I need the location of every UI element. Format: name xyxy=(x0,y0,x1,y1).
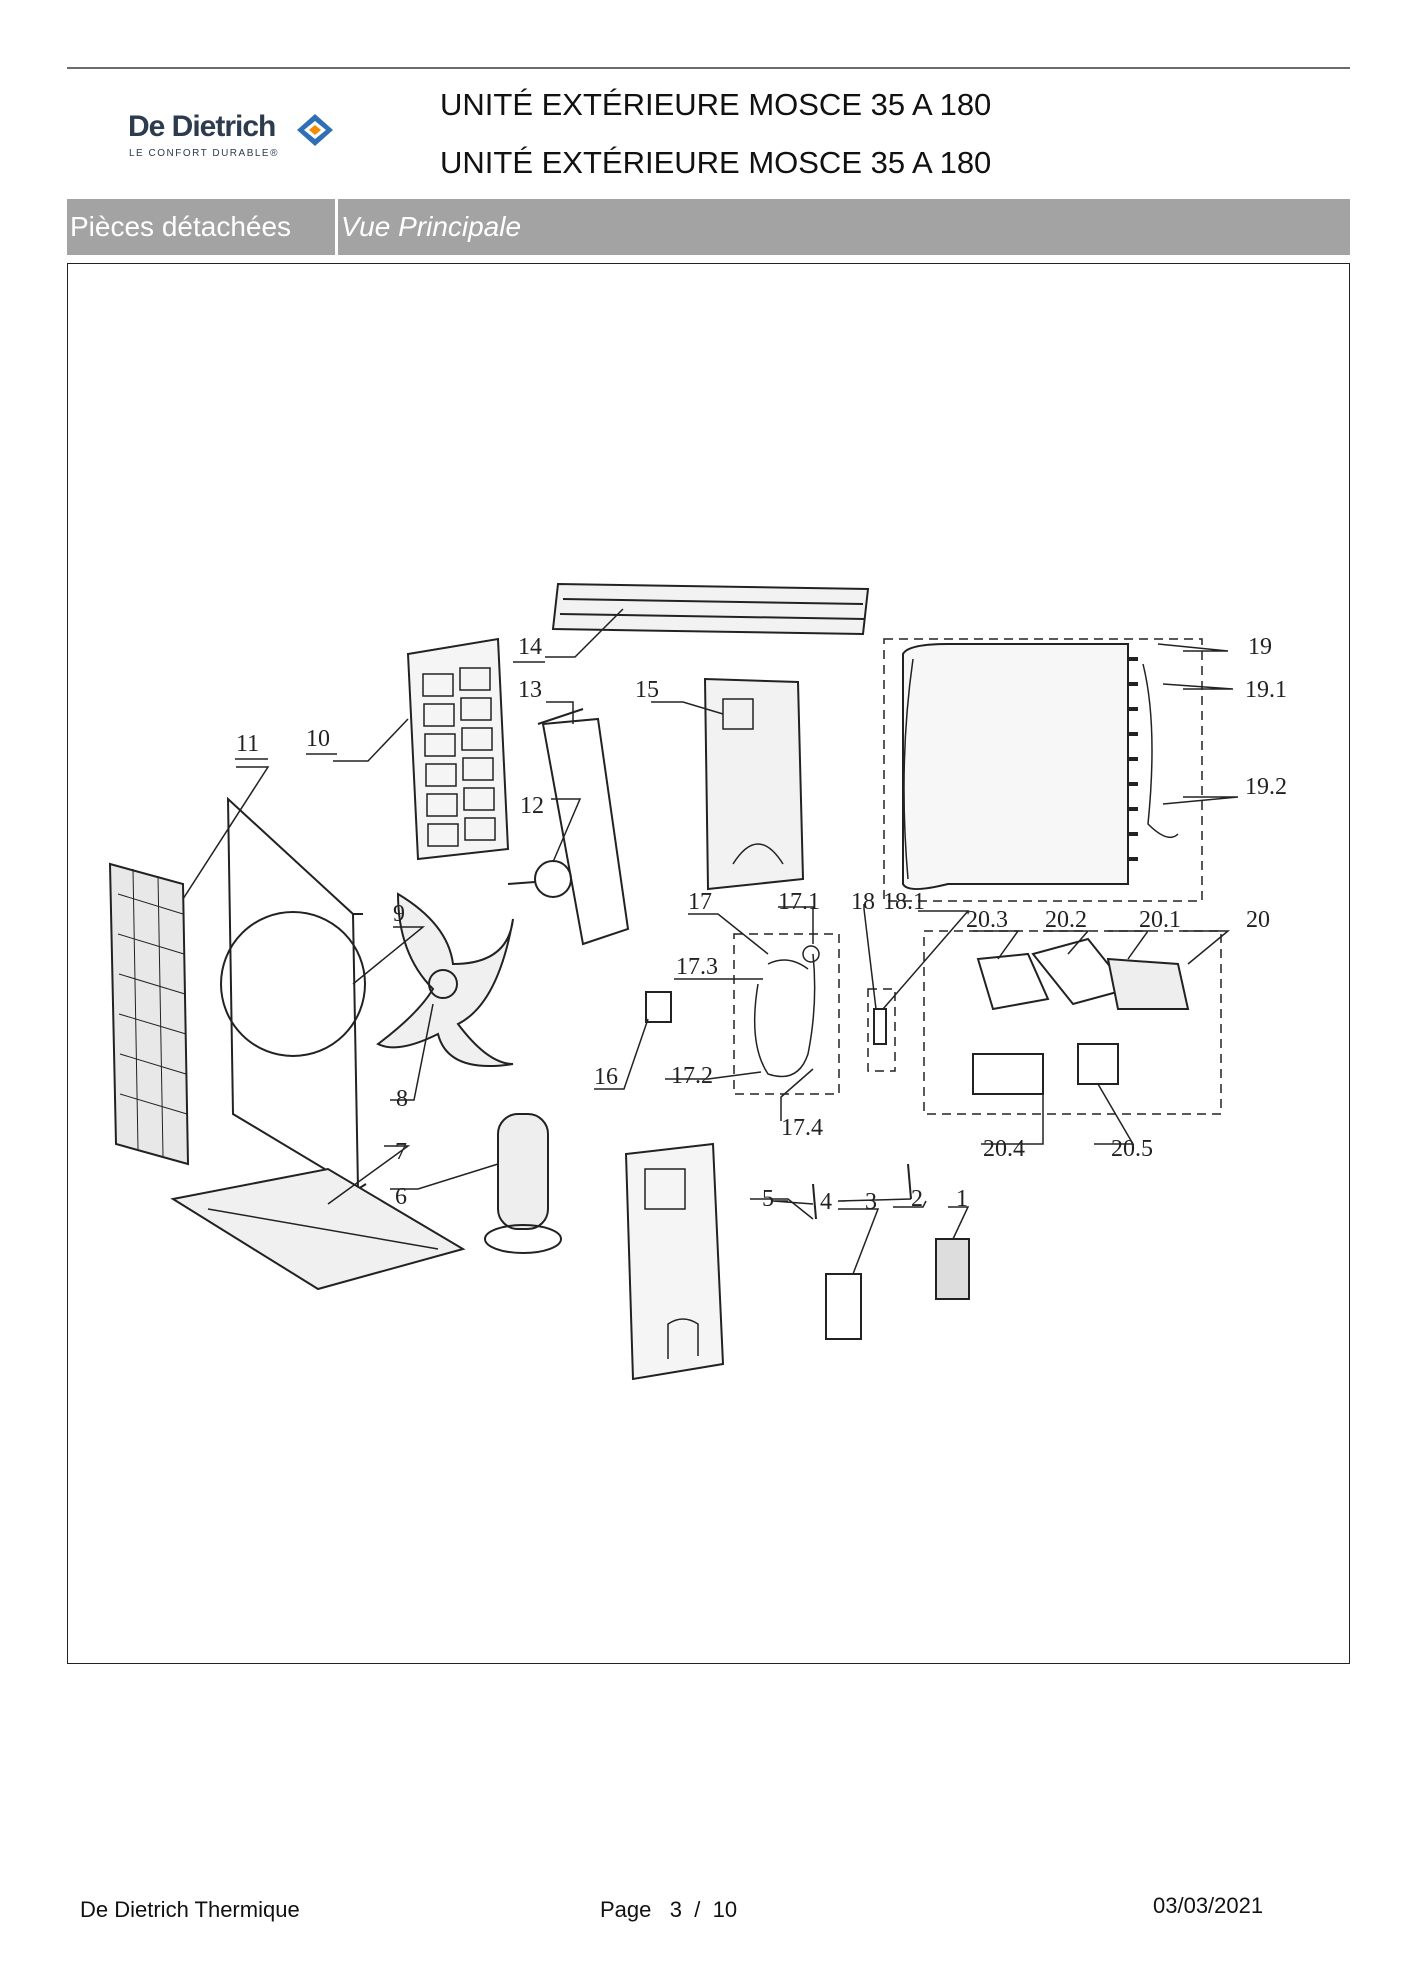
header-rule xyxy=(67,67,1350,69)
section-label: Pièces détachées xyxy=(70,211,292,242)
callout-12: 12 xyxy=(520,793,544,819)
document-title: UNITÉ EXTÉRIEURE MOSCE 35 A 180 xyxy=(440,87,992,122)
callout-8: 8 xyxy=(396,1086,408,1112)
callout-20: 20 xyxy=(1246,907,1270,933)
electric-box-outline xyxy=(923,930,1222,1115)
footer-page-current: 3 xyxy=(669,1897,682,1922)
section-view-name: Vue Principale xyxy=(341,211,522,242)
callout-20-5: 20.5 xyxy=(1111,1136,1153,1162)
callout-5: 5 xyxy=(762,1186,774,1212)
brand-diamond-icon xyxy=(297,114,333,146)
callout-2: 2 xyxy=(911,1186,923,1212)
callout-underlines xyxy=(235,661,545,760)
callout-4: 4 xyxy=(820,1189,832,1215)
part-pipe-assembly xyxy=(753,945,820,1078)
part-front-panel xyxy=(220,796,367,1191)
part-right-side-panel xyxy=(624,1142,725,1381)
callout-17: 17 xyxy=(688,889,712,915)
callout-17-1: 17.1 xyxy=(778,889,820,915)
callout-leader-lines xyxy=(182,608,1239,1275)
part-motor-bracket xyxy=(537,708,630,946)
section-divider xyxy=(335,199,338,255)
part-valve-cover xyxy=(825,1273,862,1340)
callout-11: 11 xyxy=(236,731,259,757)
part-middle-partition xyxy=(703,677,805,891)
callout-17-2: 17.2 xyxy=(671,1063,713,1089)
footer-page-total: 10 xyxy=(712,1897,738,1922)
part-top-cover xyxy=(551,582,870,636)
callout-7: 7 xyxy=(395,1139,407,1165)
coil-assembly-outline xyxy=(883,638,1203,902)
callout-16: 16 xyxy=(594,1064,618,1090)
callout-20-3: 20.3 xyxy=(966,907,1008,933)
callout-1: 1 xyxy=(956,1186,968,1212)
callout-19-2: 19.2 xyxy=(1245,774,1287,800)
callout-18-1: 18.1 xyxy=(883,889,925,915)
footer-company: De Dietrich Thermique xyxy=(80,1897,300,1922)
brand-logo: De Dietrich LE CONFORT DURABLE® xyxy=(128,110,368,166)
part-fan-motor xyxy=(507,860,572,898)
callout-20-1: 20.1 xyxy=(1139,907,1181,933)
part-rear-filter-panel xyxy=(406,637,510,861)
exploded-view-diagram: 11 10 14 13 15 12 9 8 7 6 16 17 17.1 17.… xyxy=(67,263,1350,1664)
footer-date: 03/03/2021 xyxy=(1153,1893,1264,1918)
section-header: Pièces détachées Vue Principale xyxy=(67,199,1350,255)
part-condenser-coil xyxy=(902,643,1179,890)
part-reversing-valve xyxy=(873,1008,887,1045)
callout-20-2: 20.2 xyxy=(1045,907,1087,933)
exploded-view-drawing: 11 10 14 13 15 12 9 8 7 6 16 17 17.1 17.… xyxy=(108,582,1287,1381)
callout-17-3: 17.3 xyxy=(676,954,718,980)
pipe-assembly-outline xyxy=(733,933,840,1095)
callout-20-4: 20.4 xyxy=(983,1136,1025,1162)
part-electric-box xyxy=(972,937,1190,1095)
callout-19: 19 xyxy=(1248,634,1272,660)
part-stop-valves xyxy=(812,1163,912,1220)
part-handle xyxy=(935,1238,970,1300)
footer-page-separator: / xyxy=(694,1897,701,1922)
callout-18: 18 xyxy=(851,889,875,915)
brand-tagline: LE CONFORT DURABLE® xyxy=(129,148,279,159)
part-front-grill xyxy=(108,862,190,1166)
callout-13: 13 xyxy=(518,677,542,703)
document-subtitle: UNITÉ EXTÉRIEURE MOSCE 35 A 180 xyxy=(440,145,992,180)
part-base-plate xyxy=(170,1167,466,1291)
callout-19-1: 19.1 xyxy=(1245,677,1287,703)
callout-3: 3 xyxy=(865,1189,877,1215)
part-reactor xyxy=(645,991,672,1023)
callout-9: 9 xyxy=(393,901,405,927)
callout-17-4: 17.4 xyxy=(781,1115,823,1141)
valve-outline xyxy=(867,988,896,1072)
callout-15: 15 xyxy=(635,677,659,703)
footer-page-number: Page 3 / 10 xyxy=(600,1897,737,1923)
callout-6: 6 xyxy=(395,1184,407,1210)
part-compressor xyxy=(484,1113,562,1254)
footer-page-label: Page xyxy=(600,1897,652,1922)
brand-name: De Dietrich xyxy=(128,110,276,143)
callout-10: 10 xyxy=(306,726,330,752)
callout-14: 14 xyxy=(518,634,542,660)
